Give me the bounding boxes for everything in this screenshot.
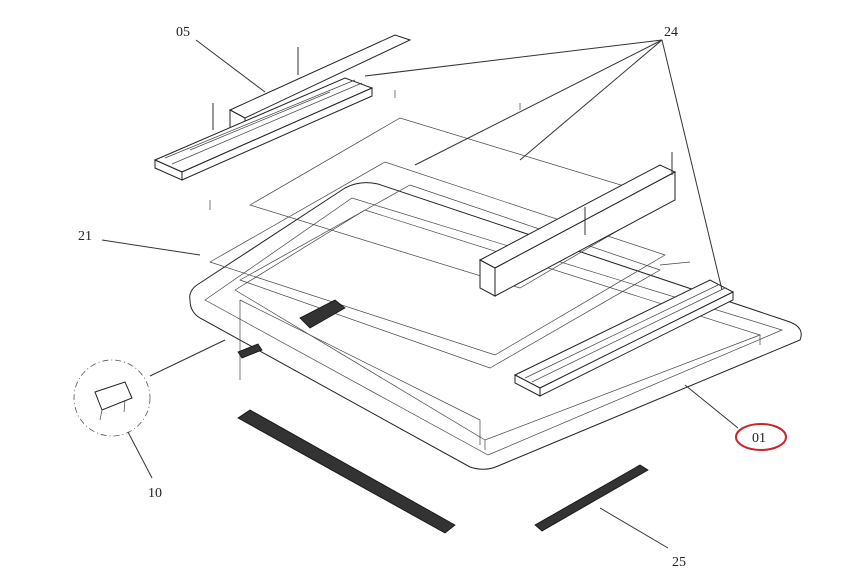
label-part-25: 25 xyxy=(672,555,686,570)
label-part-21: 21 xyxy=(78,229,92,244)
middle-bar-assembly xyxy=(478,152,677,297)
label-part-01: 01 xyxy=(752,431,766,446)
label-part-24: 24 xyxy=(664,25,678,40)
leader-lines xyxy=(101,39,739,549)
highlight-ellipse xyxy=(735,423,787,451)
seal-strips xyxy=(237,299,649,534)
right-bar-assembly xyxy=(513,279,735,397)
top-bar-assembly xyxy=(153,34,412,181)
detail-circle xyxy=(73,359,151,437)
skylight-frame xyxy=(189,182,802,470)
label-part-05: 05 xyxy=(176,25,190,40)
label-part-10: 10 xyxy=(148,486,162,501)
